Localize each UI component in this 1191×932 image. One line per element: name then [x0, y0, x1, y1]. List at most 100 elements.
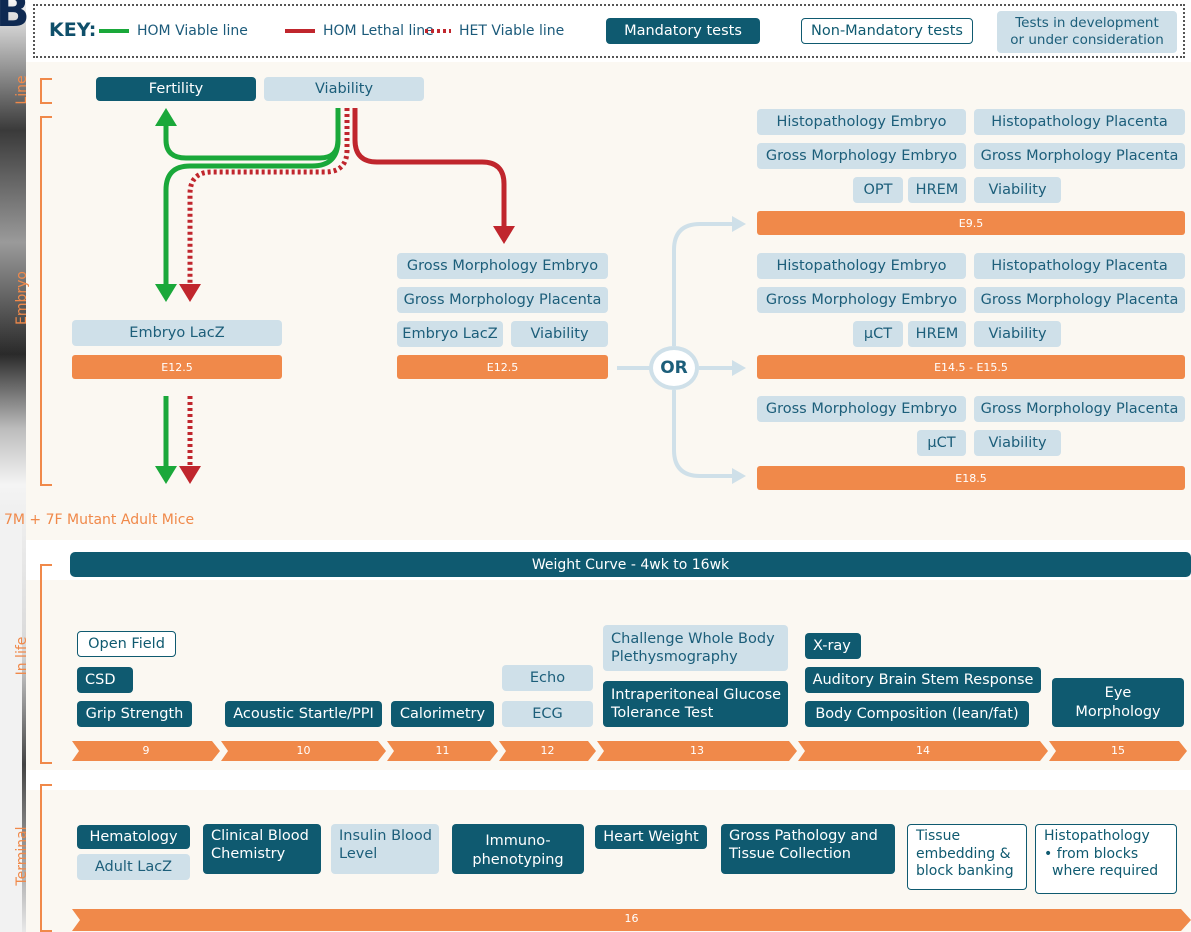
- green-arrowhead-adult: [155, 466, 177, 484]
- viability-box: Viability: [264, 77, 424, 101]
- green-line-icon: [99, 29, 129, 33]
- body-composition-box: Body Composition (lean/fat): [805, 701, 1029, 727]
- red-arrow-lethal: [352, 108, 507, 230]
- stage-e12-5-lethal: E12.5: [397, 355, 608, 379]
- echo-box: Echo: [502, 665, 593, 691]
- week-chevron-shape: [72, 741, 220, 761]
- week-label: 11: [435, 744, 450, 757]
- week-chevron: 12: [499, 741, 596, 761]
- red-arrowhead: [493, 226, 515, 244]
- key-het-viable-label: HET Viable line: [459, 23, 565, 39]
- challenge-line1: Challenge Whole Body: [611, 630, 775, 647]
- histopathology-blocks-box: Histopathology • from blocks where requi…: [1035, 824, 1177, 894]
- hematology-box: Hematology: [77, 825, 190, 849]
- week-label: 9: [142, 744, 150, 757]
- green-arrow-fertility: [163, 108, 341, 161]
- red-line-icon: [285, 29, 315, 33]
- fertility-box: Fertility: [96, 77, 256, 101]
- adult-lacz-box: Adult LacZ: [77, 854, 190, 880]
- gross-morph-placenta-box: Gross Morphology Placenta: [397, 287, 608, 313]
- gross-morph-embryo-box: Gross Morphology Embryo: [397, 253, 608, 279]
- insulin-line1: Insulin Blood: [339, 828, 432, 844]
- week-chevron: 10: [221, 741, 386, 761]
- key-hom-viable-label: HOM Viable line: [137, 23, 248, 39]
- immunophenotyping-box: Immuno- phenotyping: [452, 824, 584, 874]
- week-16-bar: 16: [72, 909, 1191, 931]
- week-chevron: 15: [1049, 741, 1187, 761]
- e145-gross-placenta: Gross Morphology Placenta: [974, 287, 1185, 313]
- week-chevron-shape: [499, 741, 596, 761]
- or-up-arrowhead: [732, 216, 746, 232]
- week-label: 15: [1111, 744, 1125, 757]
- gross-line1: Gross Pathology and: [729, 828, 878, 844]
- csd-box: CSD: [77, 667, 133, 693]
- dotted-red-line-icon: [425, 29, 451, 33]
- open-field-box: Open Field: [77, 631, 176, 657]
- week-16-shape: [72, 909, 1191, 931]
- stage-e12-5-viable: E12.5: [72, 355, 282, 379]
- adult-mice-label: 7M + 7F Mutant Adult Mice: [4, 512, 195, 528]
- gross-pathology-box: Gross Pathology and Tissue Collection: [721, 824, 895, 874]
- histo-line2: • from blocks: [1044, 845, 1139, 862]
- e95-hrem: HREM: [908, 177, 966, 203]
- stage-e18-5: E18.5: [757, 466, 1185, 490]
- e145-hrem: HREM: [908, 321, 966, 347]
- abr-box: Auditory Brain Stem Response: [805, 667, 1041, 693]
- week-chevron-shape: [387, 741, 498, 761]
- eye-line2: Morphology: [1075, 703, 1161, 720]
- clinical-line1: Clinical Blood: [211, 828, 309, 844]
- or-circle: OR: [649, 346, 699, 390]
- e185-gross-placenta: Gross Morphology Placenta: [974, 396, 1185, 422]
- weight-curve-bar: Weight Curve - 4wk to 16wk: [70, 552, 1191, 577]
- terminal-bracket: [40, 784, 52, 932]
- ipgtt-line2: Tolerance Test: [611, 705, 714, 721]
- acoustic-startle-box: Acoustic Startle/PPI: [225, 701, 382, 727]
- histo-line3: where required: [1052, 863, 1159, 879]
- ipgtt-box: Intraperitoneal Glucose Tolerance Test: [603, 681, 788, 727]
- e185-gross-embryo: Gross Morphology Embryo: [757, 396, 966, 422]
- e95-histo-placenta: Histopathology Placenta: [974, 109, 1185, 135]
- tissue-line2: embedding &: [916, 845, 1011, 862]
- week-chevron: 11: [387, 741, 498, 761]
- heart-weight-box: Heart Weight: [595, 825, 707, 849]
- e95-histo-embryo: Histopathology Embryo: [757, 109, 966, 135]
- eye-line1: Eye: [1104, 685, 1132, 702]
- or-down-arrow: [672, 390, 735, 478]
- e145-histo-embryo: Histopathology Embryo: [757, 253, 966, 279]
- red-dotted-arrow: [187, 108, 350, 288]
- histo-line1: Histopathology: [1044, 828, 1150, 844]
- key-dev-line1: Tests in development: [1015, 15, 1159, 32]
- e145-uct: µCT: [853, 321, 903, 347]
- embryo-bracket: [40, 116, 52, 486]
- or-mid-arrowhead: [732, 360, 746, 376]
- green-arrowhead-down: [155, 284, 177, 302]
- calorimetry-box: Calorimetry: [391, 701, 494, 727]
- lethal-viability-box: Viability: [511, 321, 608, 347]
- e95-gross-placenta: Gross Morphology Placenta: [974, 143, 1185, 169]
- eye-morphology-box: Eye Morphology: [1052, 678, 1184, 727]
- clinical-line2: Chemistry: [211, 846, 286, 863]
- week-chevron-shape: [1049, 741, 1187, 761]
- key-non-mandatory: Non-Mandatory tests: [801, 18, 973, 44]
- key-het-viable: HET Viable line: [425, 23, 564, 39]
- key-hom-viable: HOM Viable line: [99, 23, 248, 39]
- lethal-embryo-lacz-box: Embryo LacZ: [397, 321, 503, 347]
- week-label: 14: [916, 744, 930, 757]
- red-dotted-arrowhead: [179, 284, 201, 302]
- embryo-lacz-box: Embryo LacZ: [72, 320, 282, 346]
- xray-box: X-ray: [805, 633, 861, 659]
- ecg-box: ECG: [502, 701, 593, 727]
- clinical-blood-chemistry-box: Clinical Blood Chemistry: [203, 824, 321, 874]
- immuno-line1: Immuno-: [485, 833, 551, 850]
- gross-line2: Tissue Collection: [729, 846, 851, 863]
- challenge-plethysmography-box: Challenge Whole Body Plethysmography: [603, 625, 788, 671]
- insulin-line2: Level: [339, 846, 378, 863]
- stage-e9-5: E9.5: [757, 211, 1185, 235]
- week-chevron: 14: [798, 741, 1048, 761]
- or-up-arrow: [672, 222, 735, 346]
- inlife-bracket: [40, 564, 52, 764]
- green-arrow-down: [163, 139, 341, 288]
- e185-uct: µCT: [917, 430, 966, 456]
- immuno-line2: phenotyping: [472, 851, 564, 868]
